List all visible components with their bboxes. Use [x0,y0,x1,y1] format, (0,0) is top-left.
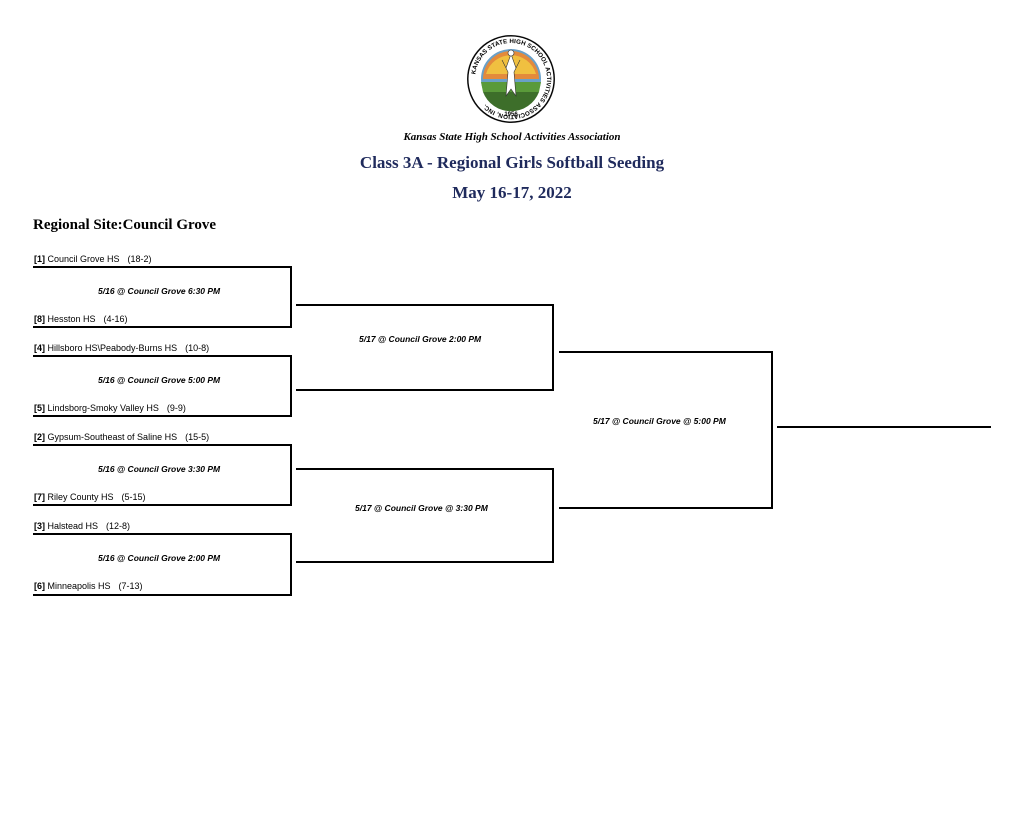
game-label-r2: 5/17 @ Council Grove @ 3:30 PM [355,503,488,513]
team-entry: [6] Minneapolis HS (7-13) [34,581,143,592]
team-entry: [2] Gypsum-Southeast of Saline HS (15-5) [34,432,209,443]
team-name: Riley County HS [47,492,114,502]
team-entry: [8] Hesston HS (4-16) [34,314,128,325]
team-seed: [8] [34,314,45,324]
game-label-r1: 5/16 @ Council Grove 6:30 PM [98,286,221,296]
game-label-r1: 5/16 @ Council Grove 3:30 PM [98,464,221,474]
team-name: Minneapolis HS [47,581,111,591]
team-seed: [2] [34,432,45,442]
regional-site: Regional Site:Council Grove [33,217,216,234]
team-seed: [1] [34,254,45,264]
team-record: (7-13) [118,581,143,591]
team-entry: [7] Riley County HS (5-15) [34,492,146,503]
bracket-line-r1-a [33,266,292,328]
bracket-line-r1-d [33,533,292,596]
org-name: Kansas State High School Activities Asso… [403,131,621,143]
team-name: Halstead HS [47,521,99,531]
event-date: May 16-17, 2022 [452,183,572,202]
team-seed: [6] [34,581,45,591]
svg-text:1956: 1956 [504,112,518,118]
team-entry: [1] Council Grove HS (18-2) [34,254,152,265]
team-name: Lindsborg-Smoky Valley HS [47,403,159,413]
team-entry: [4] Hillsboro HS\Peabody-Burns HS (10-8) [34,343,209,354]
team-seed: [5] [34,403,45,413]
bracket-line-r1-c [33,444,292,506]
site-label: Regional Site: [33,217,123,233]
game-label-final: 5/17 @ Council Grove @ 5:00 PM [593,416,726,426]
team-record: (18-2) [127,254,152,264]
team-name: Hillsboro HS\Peabody-Burns HS [47,343,178,353]
team-record: (15-5) [185,432,210,442]
team-entry: [5] Lindsborg-Smoky Valley HS (9-9) [34,403,186,414]
team-record: (10-8) [185,343,210,353]
bracket-line-final [559,351,773,509]
team-record: (12-8) [106,521,131,531]
team-entry: [3] Halstead HS (12-8) [34,521,130,532]
team-seed: [7] [34,492,45,502]
page-title: Class 3A - Regional Girls Softball Seedi… [359,153,665,172]
khsaa-logo: KANSAS STATE HIGH SCHOOL ACTIVITIES ASSO… [467,35,555,123]
site-name: Council Grove [122,217,217,233]
bracket-line-r2-b [296,468,554,563]
game-label-r1: 5/16 @ Council Grove 2:00 PM [98,553,221,563]
team-record: (5-15) [121,492,146,502]
bracket-line-r2-a [296,304,554,391]
game-label-r2: 5/17 @ Council Grove 2:00 PM [359,334,482,344]
team-name: Hesston HS [47,314,96,324]
team-seed: [3] [34,521,45,531]
game-label-r1: 5/16 @ Council Grove 5:00 PM [98,375,221,385]
team-record: (9-9) [166,403,186,413]
team-name: Council Grove HS [47,254,120,264]
team-name: Gypsum-Southeast of Saline HS [47,432,178,442]
team-seed: [4] [34,343,45,353]
bracket-line-r1-b [33,355,292,417]
team-record: (4-16) [103,314,128,324]
